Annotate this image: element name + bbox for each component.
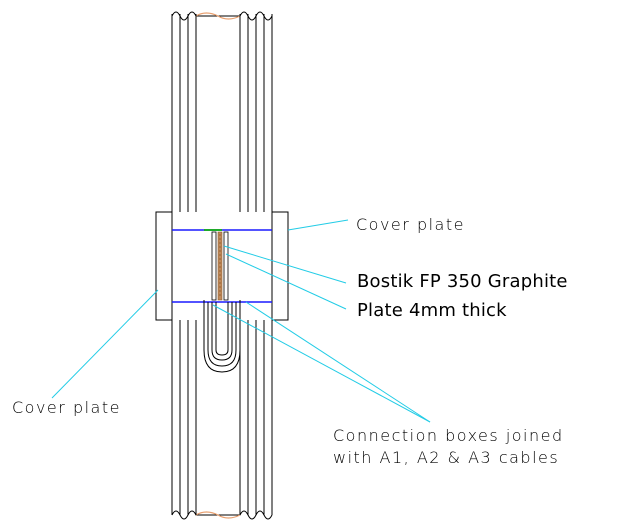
cover-plate-right-label: Cover plate — [356, 215, 465, 234]
connection-label-line2: with A1, A2 & A3 cables — [333, 448, 560, 467]
bottom-break-line — [171, 510, 273, 520]
connection-label-line1: Connection boxes joined — [333, 426, 564, 445]
joint-body — [171, 212, 273, 320]
leader-lines — [51, 219, 431, 423]
right-shaft-wall — [239, 14, 273, 515]
bottom-break-line-color — [195, 511, 241, 519]
top-break-line — [171, 11, 273, 21]
left-cover-plate — [155, 211, 173, 321]
top-break-line-color — [195, 12, 241, 20]
connection-box-loops — [203, 300, 241, 373]
graphite-plate — [211, 231, 229, 301]
cover-plate-left-label: Cover plate — [12, 398, 121, 417]
material-label-line1: Bostik FP 350 Graphite — [357, 271, 568, 292]
right-cover-plate — [271, 211, 289, 321]
material-label-line2: Plate 4mm thick — [357, 300, 507, 321]
left-shaft-wall — [171, 14, 197, 515]
